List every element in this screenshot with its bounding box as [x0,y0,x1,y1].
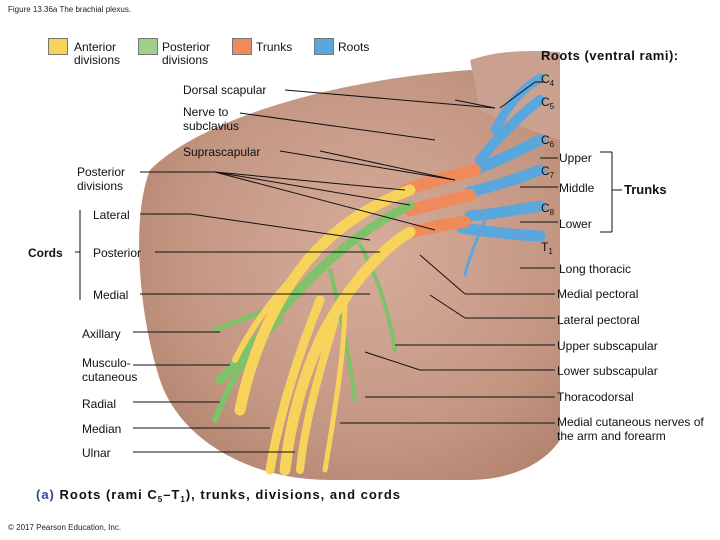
median-nerve [265,295,325,475]
label-cords: Cords [28,246,63,260]
root-label-c7: C7 [541,164,554,183]
root-c4-sub: 4 [549,79,555,88]
label-medial-cutaneous: Medial cutaneous nerves of the arm and f… [557,415,704,443]
label-posterior-cord: Posterior [93,246,142,260]
medial-cord [279,226,416,476]
label-lower-subscapular: Lower subscapular [557,364,658,378]
label-thoracodorsal: Thoracodorsal [557,390,634,404]
root-long-thoracic-branch [463,208,492,277]
ulnar-nerve [296,316,339,474]
root-c5 [475,95,545,165]
roots-group [456,73,546,277]
figure-title: Figure 13.36a The brachial plexus. [8,5,132,14]
legend-label-roots: Roots [338,40,370,54]
root-label-t1: T1 [541,240,553,259]
label-axillary: Axillary [82,327,121,341]
root-c5-sub: 5 [549,102,555,111]
root-c4 [490,73,545,135]
legend-swatch-trunks [232,38,252,55]
root-label-c8: C8 [541,201,554,220]
root-c6-sub: 6 [549,140,555,149]
figure-caption: (a) Roots (rami C5–T1), trunks, division… [36,487,401,504]
caption-dash: –T [163,487,181,502]
medial-cutaneous-nerves [322,297,348,473]
label-ulnar: Ulnar [82,446,111,460]
legend-label-posterior: Posterior divisions [162,40,211,67]
label-upper-subscapular: Upper subscapular [557,339,658,353]
legend-swatch-roots [314,38,334,55]
root-c8 [464,200,546,222]
label-radial: Radial [82,397,117,411]
legend-label-anterior: Anterior divisions [74,40,121,67]
label-median: Median [82,422,122,436]
label-nerve-subclavius: Nerve to subclavius [183,105,240,133]
root-c8-letter: C [541,201,550,215]
label-musculocutaneous: Musculo- cutaneous [82,356,138,384]
label-lateral-cord: Lateral [93,208,130,222]
caption-text-before: Roots (rami C [59,487,158,502]
root-c7-sub: 7 [549,171,555,180]
leader-lines [75,81,622,453]
trunks-group-label: Trunks [624,182,667,197]
caption-text-after: ), trunks, divisions, and cords [185,487,402,502]
label-suprascapular: Suprascapular [183,145,261,159]
label-medial-pectoral: Medial pectoral [557,287,639,301]
root-label-c4: C4 [541,72,554,91]
label-dorsal-scapular: Dorsal scapular [183,83,267,97]
trunk-label-upper: Upper [559,151,592,165]
legend-swatch-anterior [48,38,68,55]
root-t1-sub: 1 [548,247,553,256]
label-long-thoracic: Long thoracic [559,262,632,276]
root-label-c6: C6 [541,133,554,152]
root-label-c5: C5 [541,95,554,114]
root-c6-letter: C [541,133,550,147]
axillary-nerve [212,292,303,333]
roots-heading: Roots (ventral rami): [541,48,679,63]
label-medial-cord: Medial [93,288,129,302]
legend-swatch-posterior [138,38,158,55]
root-c7-letter: C [541,164,550,178]
subscapular-nerve [358,243,397,352]
root-c7 [464,164,546,198]
legend-label-trunks: Trunks [256,40,293,54]
root-c4-letter: C [541,72,550,86]
copyright: © 2017 Pearson Education, Inc. [8,523,122,532]
anterior-nerves-group [232,184,416,476]
root-t1 [456,222,546,242]
label-lateral-pectoral: Lateral pectoral [557,313,640,327]
trunk-middle [404,189,476,216]
caption-sub1: 5 [157,495,164,504]
musculocutaneous-nerve [232,267,303,363]
label-posterior-divisions: Posterior divisions [77,165,126,193]
root-c5-letter: C [541,95,550,109]
caption-part: (a) [36,487,55,502]
root-t1-letter: T [541,240,549,254]
caption-sub2: 1 [180,495,186,504]
trunk-label-lower: Lower [559,217,592,231]
root-c8-sub: 8 [549,208,555,217]
trunk-label-middle: Middle [559,181,595,195]
